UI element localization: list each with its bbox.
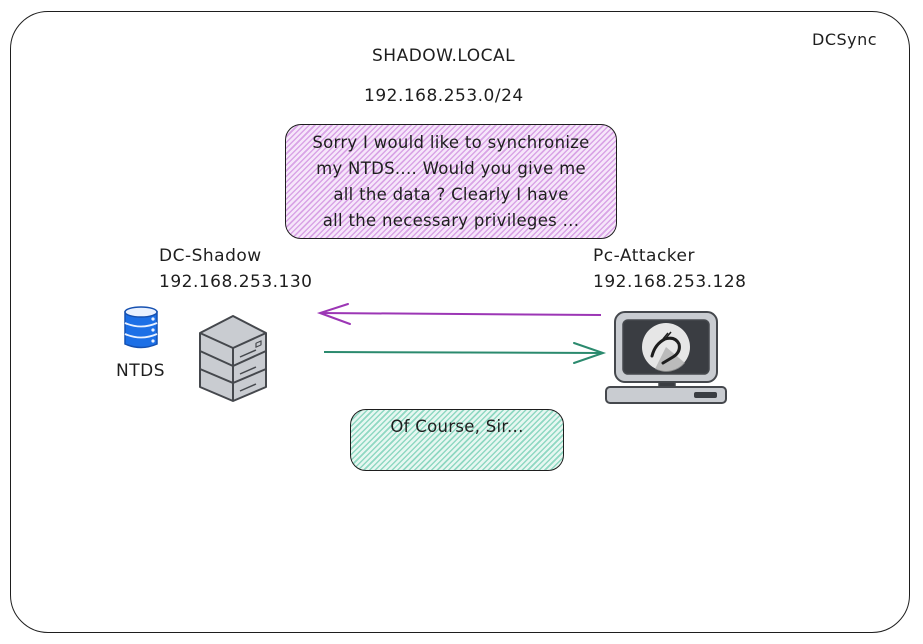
dc-ip: 192.168.253.130	[159, 272, 313, 292]
domain-name: SHADOW.LOCAL	[372, 46, 516, 66]
request-message: Sorry I would like to synchronize my NTD…	[312, 132, 590, 230]
diagram-frame	[10, 11, 910, 633]
response-bubble: Of Course, Sir...	[350, 409, 564, 471]
database-icon	[124, 306, 158, 349]
database-label: NTDS	[116, 361, 165, 381]
response-arrow	[323, 342, 607, 364]
attacker-name: Pc-Attacker	[593, 246, 695, 266]
response-message: Of Course, Sir...	[390, 417, 524, 436]
diagram-tag: DCSync	[812, 30, 878, 49]
attacker-ip: 192.168.253.128	[593, 272, 747, 292]
server-stack-icon	[199, 315, 267, 402]
request-bubble: Sorry I would like to synchronize my NTD…	[285, 124, 617, 239]
request-arrow	[316, 303, 602, 325]
subnet-label: 192.168.253.0/24	[364, 86, 524, 106]
dc-name: DC-Shadow	[159, 246, 262, 266]
kali-computer-icon	[605, 311, 727, 404]
